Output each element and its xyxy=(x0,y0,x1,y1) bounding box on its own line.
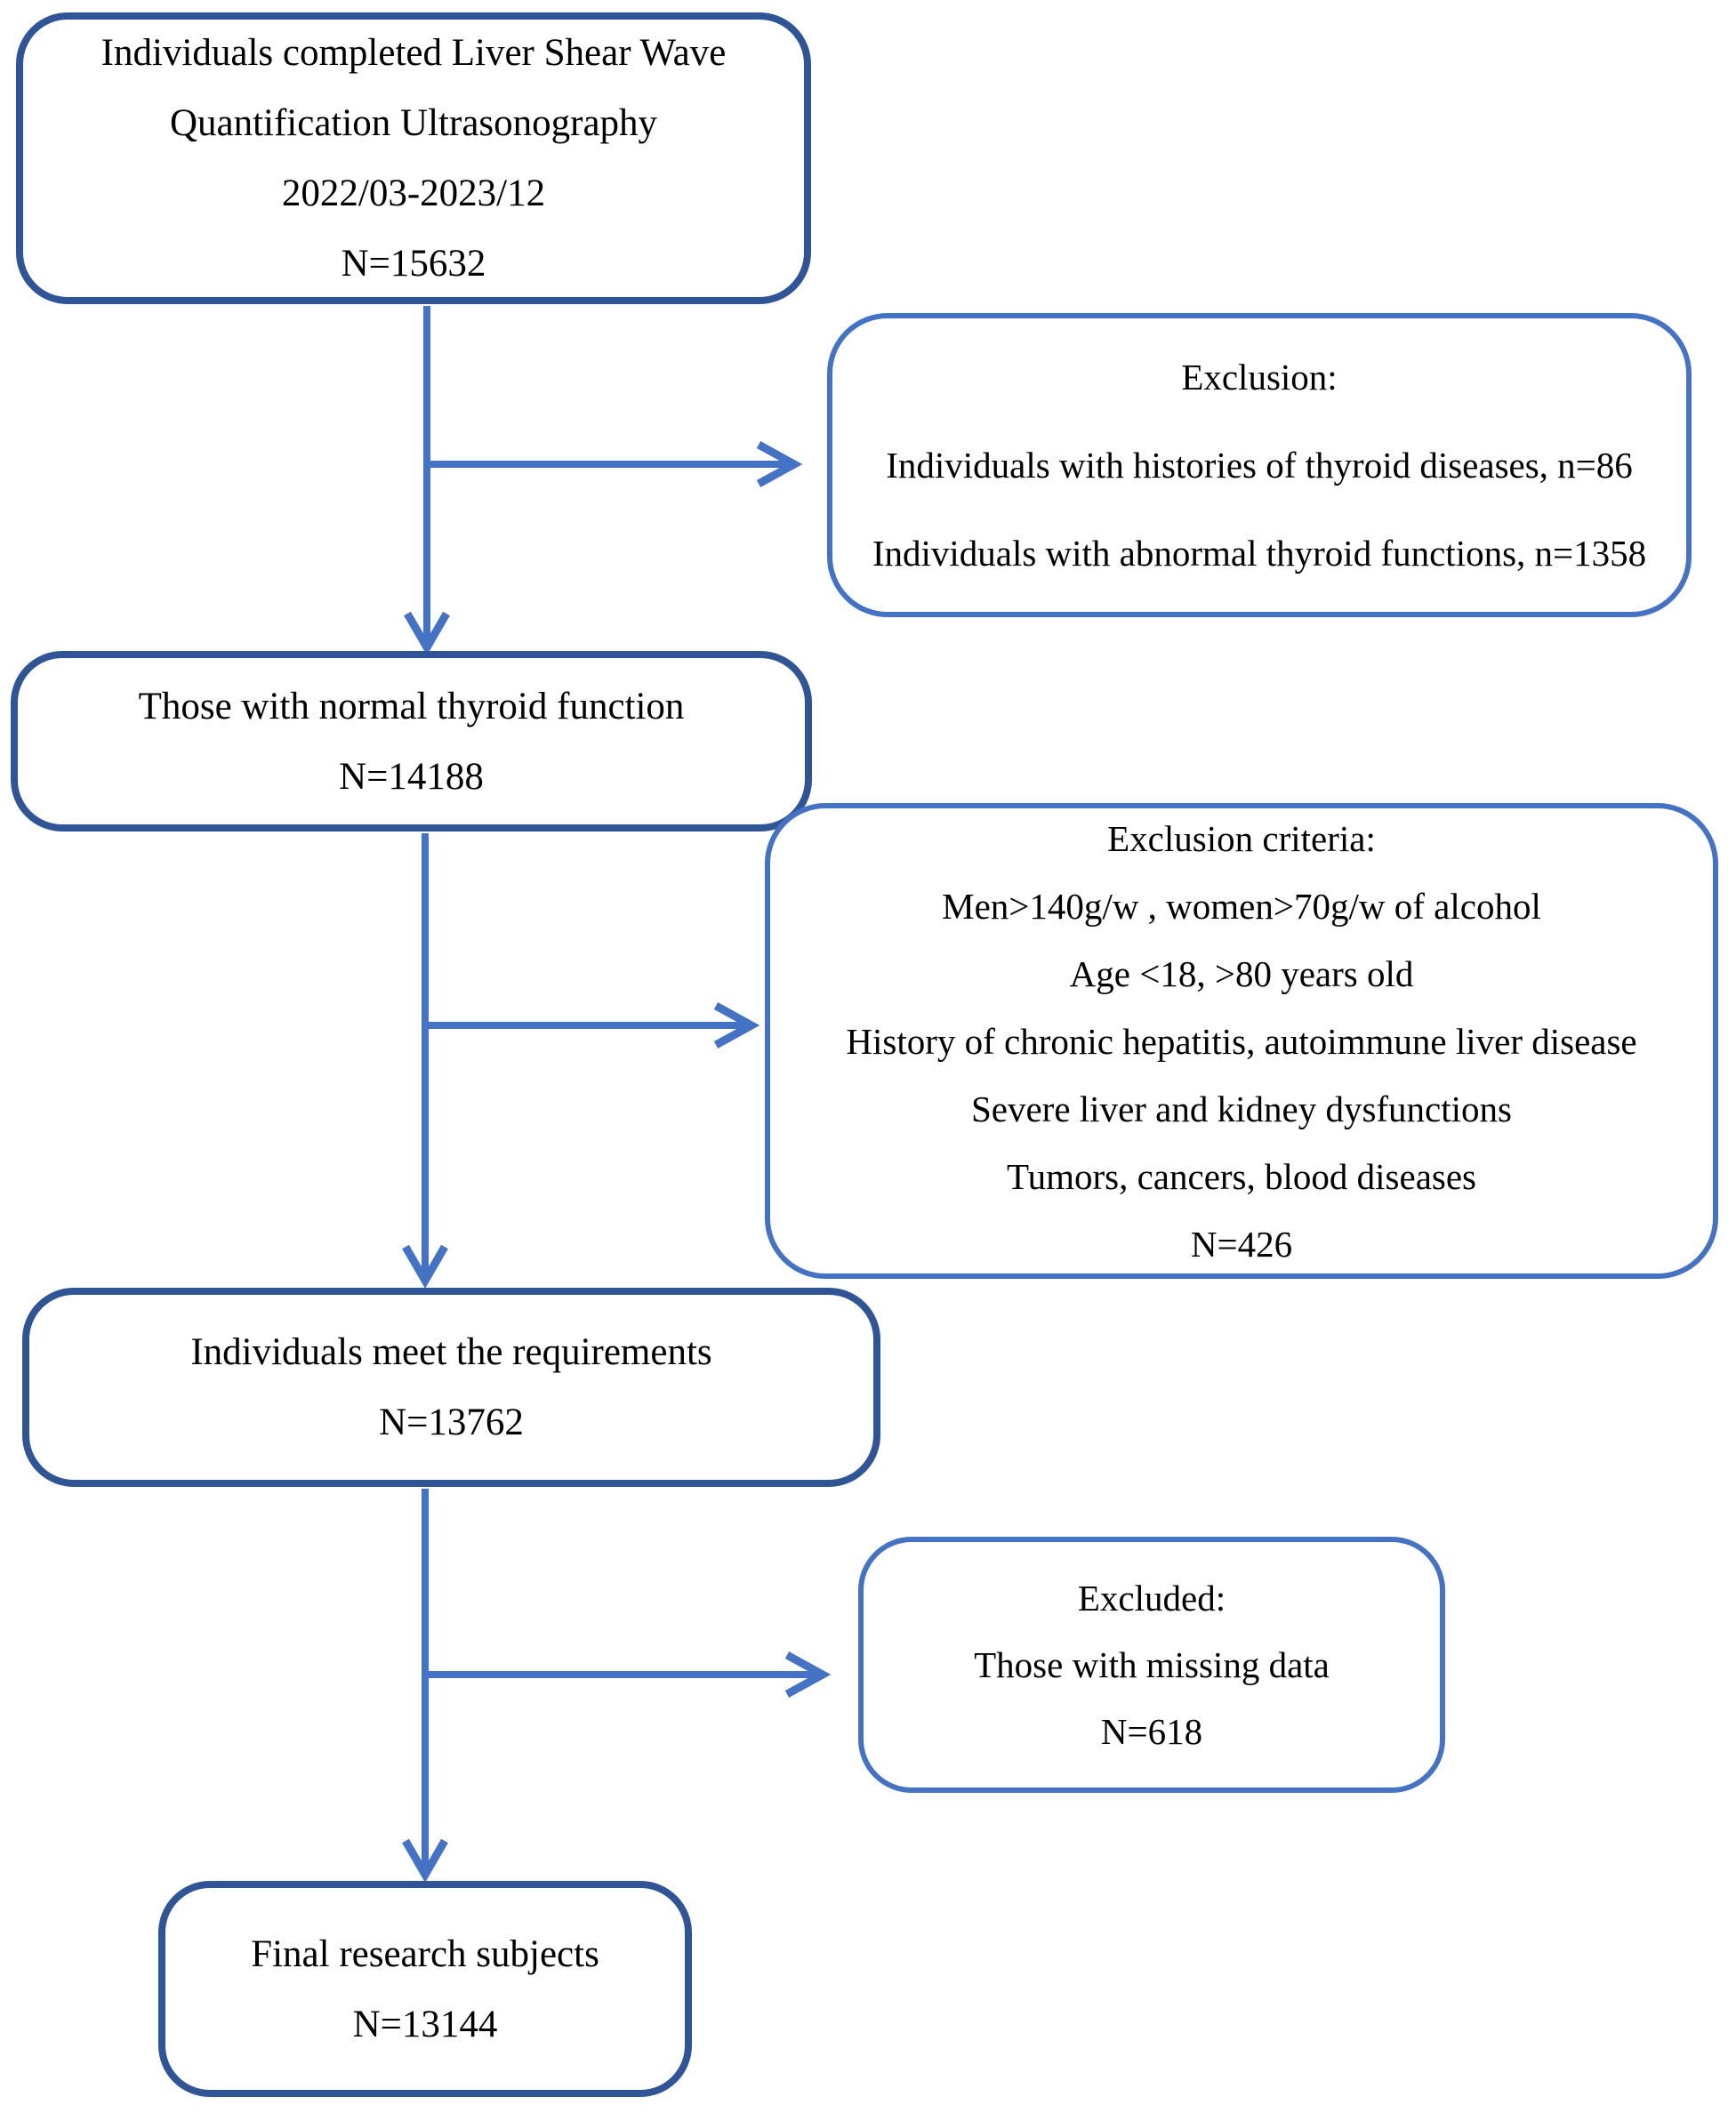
box-study-population: Individuals completed Liver Shear Wave Q… xyxy=(16,12,811,304)
box-line: History of chronic hepatitis, autoimmune… xyxy=(846,1020,1637,1062)
box-line: N=426 xyxy=(1190,1223,1293,1265)
box-line: Men>140g/w , women>70g/w of alcohol xyxy=(942,885,1541,927)
box-line: Individuals meet the requirements xyxy=(190,1331,712,1373)
arrow-right-head-3 xyxy=(784,1651,832,1698)
box-line: Individuals with abnormal thyroid functi… xyxy=(872,532,1647,574)
box-line: N=13762 xyxy=(379,1402,524,1443)
arrow-down-head-3 xyxy=(402,1838,448,1883)
box-line: Excluded: xyxy=(1077,1577,1226,1619)
box-line: Individuals with histories of thyroid di… xyxy=(886,444,1633,486)
box-meet-requirements: Individuals meet the requirements N=1376… xyxy=(22,1288,880,1487)
arrow-right-head-2 xyxy=(713,1002,760,1048)
arrow-right-head-1 xyxy=(756,441,803,487)
box-line: Age <18, >80 years old xyxy=(1069,952,1414,994)
box-line: Individuals completed Liver Shear Wave xyxy=(100,32,727,74)
arrow-down-head-1 xyxy=(404,611,450,655)
box-line: N=14188 xyxy=(339,755,484,798)
box-line: Final research subjects xyxy=(251,1932,599,1975)
arrow-down-head-2 xyxy=(402,1244,448,1289)
box-line: N=15632 xyxy=(341,243,486,285)
box-exclusion-thyroid: Exclusion: Individuals with histories of… xyxy=(827,313,1692,617)
box-line: Severe liver and kidney dysfunctions xyxy=(970,1088,1512,1129)
box-line: Quantification Ultrasonography xyxy=(169,102,658,144)
box-exclusion-missing-data: Excluded: Those with missing data N=618 xyxy=(858,1537,1445,1793)
box-line: Exclusion: xyxy=(1181,356,1338,398)
box-line: Tumors, cancers, blood diseases xyxy=(1007,1155,1476,1197)
box-line: Those with normal thyroid function xyxy=(138,685,685,727)
box-line: 2022/03-2023/12 xyxy=(281,173,546,214)
box-final-subjects: Final research subjects N=13144 xyxy=(158,1881,692,2097)
box-line: N=618 xyxy=(1100,1710,1203,1752)
box-normal-thyroid: Those with normal thyroid function N=141… xyxy=(11,651,812,832)
box-line: Those with missing data xyxy=(974,1643,1330,1685)
box-exclusion-criteria: Exclusion criteria: Men>140g/w , women>7… xyxy=(765,803,1718,1279)
box-line: Exclusion criteria: xyxy=(1107,817,1376,859)
box-line: N=13144 xyxy=(352,2003,498,2045)
